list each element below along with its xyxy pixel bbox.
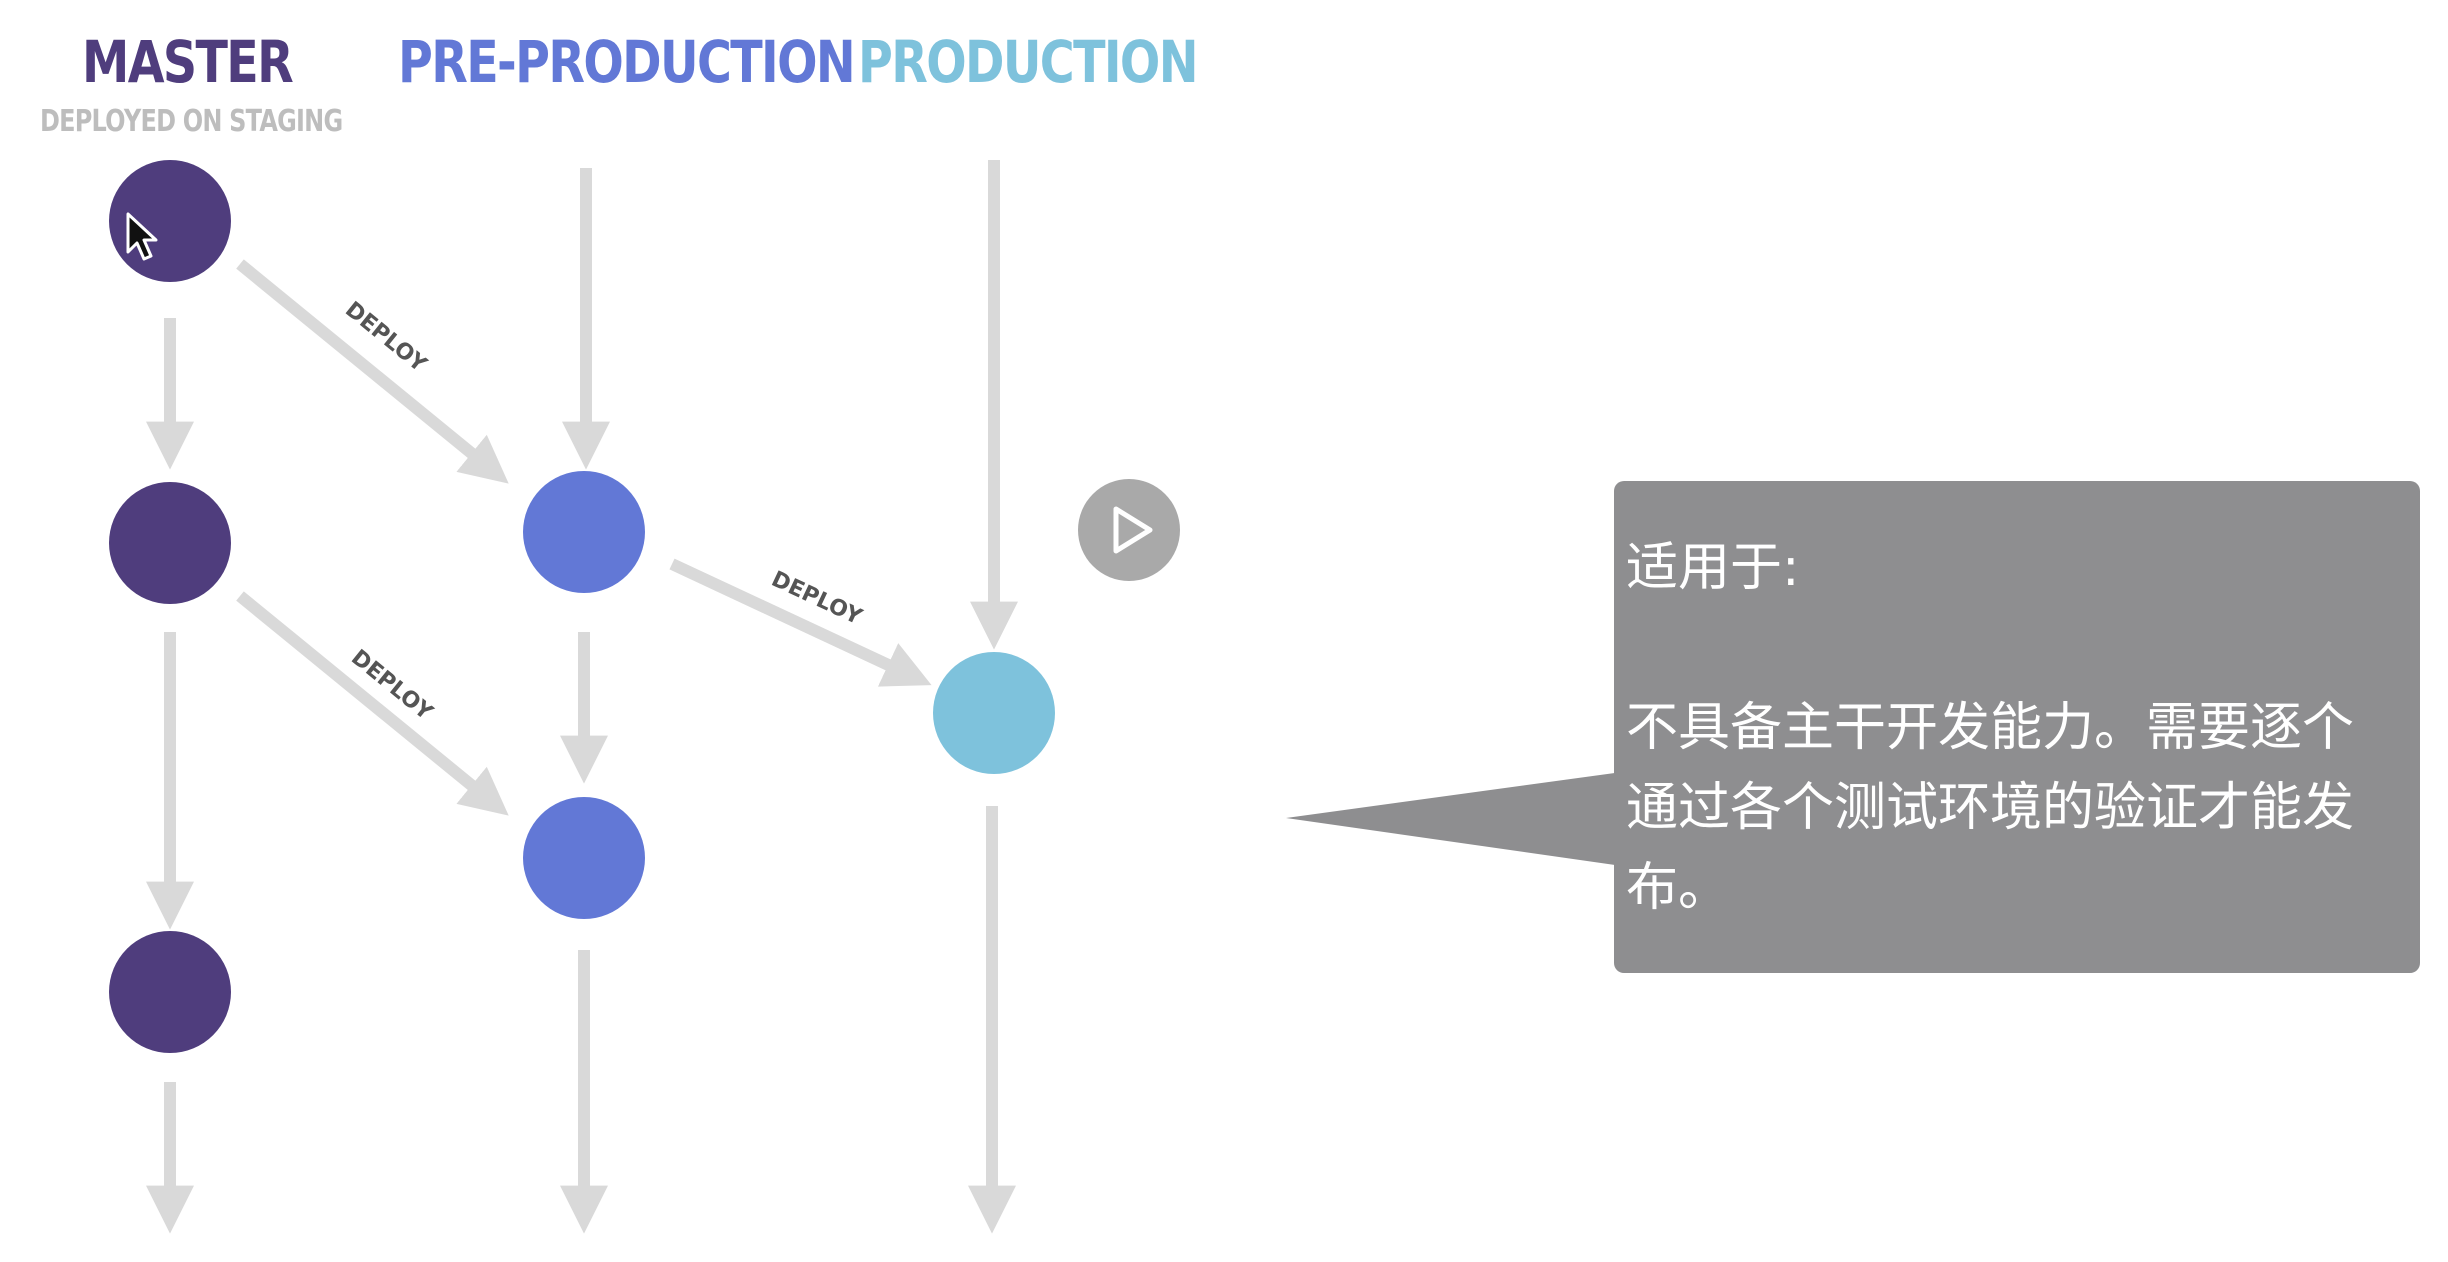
- deploy-label: DEPLOY: [340, 297, 432, 378]
- column-title-pre-production: PRE-PRODUCTION: [398, 28, 856, 96]
- callout-text: 适用于: 不具备主干开发能力。需要逐个通过各个测试环境的验证才能发布。: [1626, 538, 2355, 918]
- master-commit-node: [109, 482, 231, 604]
- column-title-master: MASTER: [82, 28, 294, 96]
- master-subtitle: DEPLOYED ON STAGING: [40, 104, 343, 139]
- deploy-arrow: [669, 558, 932, 687]
- mouse-cursor-icon: [126, 212, 158, 261]
- callout-box: [1614, 481, 2420, 973]
- production-commit-node: [933, 652, 1055, 774]
- pre-production-commit-node: [523, 797, 645, 919]
- column-title-production: PRODUCTION: [858, 28, 1199, 96]
- play-icon: [1113, 506, 1153, 554]
- play-button[interactable]: [1078, 479, 1180, 581]
- callout-pointer: [1286, 772, 1622, 866]
- pre-production-commit-node: [523, 471, 645, 593]
- deploy-arrow: [236, 259, 509, 484]
- master-commit-node: [109, 931, 231, 1053]
- deploy-arrow: [236, 591, 509, 816]
